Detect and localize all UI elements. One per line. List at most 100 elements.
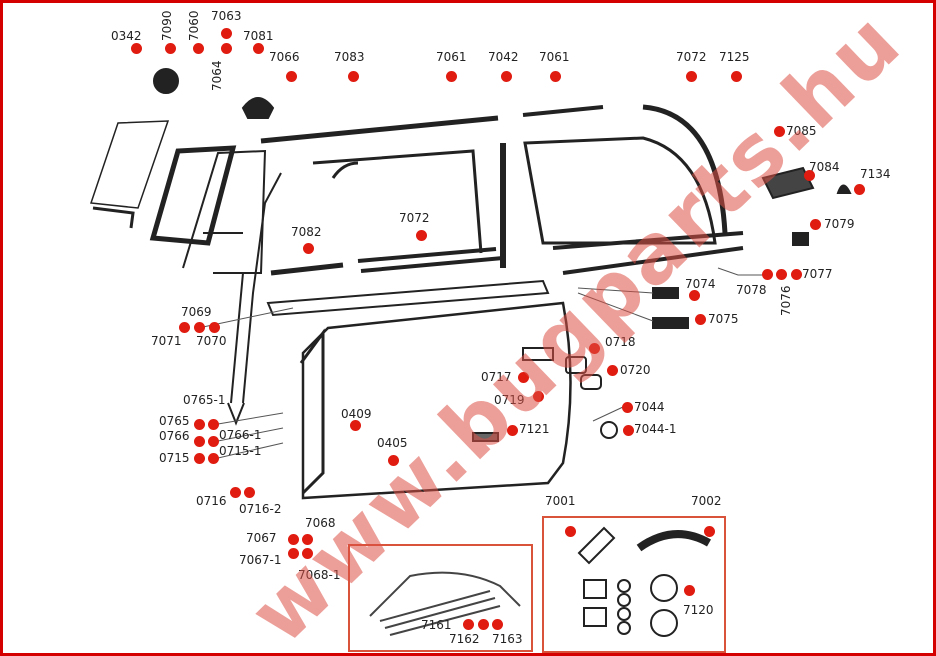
clip-7075-drawing	[652, 317, 689, 329]
callout-dot-7068[interactable]	[302, 534, 313, 545]
vent-frame-drawing	[182, 149, 267, 274]
callout-label-7070: 7070	[196, 334, 227, 348]
callout-dot-7090[interactable]	[165, 43, 176, 54]
callout-dot-7066[interactable]	[286, 71, 297, 82]
callout-dot-7077[interactable]	[762, 269, 773, 280]
door-pillar-drawing	[299, 328, 325, 495]
callout-dot-7079[interactable]	[810, 219, 821, 230]
callout-dot-7061[interactable]	[550, 71, 561, 82]
callout-dot-7075[interactable]	[695, 314, 706, 325]
callout-label-0716: 0716	[196, 494, 227, 508]
callout-dot-0766[interactable]	[194, 436, 205, 447]
callout-dot-7125[interactable]	[731, 71, 742, 82]
callout-dot-0717[interactable]	[518, 372, 529, 383]
callout-label-7042: 7042	[488, 50, 519, 64]
callout-dot-0765[interactable]	[194, 419, 205, 430]
callout-dot-7064[interactable]	[221, 43, 232, 54]
callout-label-7163: 7163	[492, 632, 523, 646]
vent-seal-drawing	[149, 145, 237, 246]
door-parts-drawing	[89, 68, 852, 500]
channel-7061-left-drawing	[260, 115, 499, 144]
callout-label-0765-1: 0765-1	[183, 393, 226, 407]
callout-dot-7077[interactable]	[776, 269, 787, 280]
callout-dot-0720[interactable]	[607, 365, 618, 376]
callout-dot-7072[interactable]	[686, 71, 697, 82]
callout-label-7064: 7064	[210, 60, 224, 91]
callout-dot-0409[interactable]	[350, 420, 361, 431]
escutcheon-0720-drawing	[580, 374, 602, 390]
callout-dot-7161[interactable]	[463, 619, 474, 630]
callout-dot-0718[interactable]	[589, 343, 600, 354]
stop-7134-drawing	[836, 184, 852, 194]
clip-7090-drawing	[153, 68, 179, 94]
callout-label-7078: 7078	[736, 283, 767, 297]
callout-dot-7060[interactable]	[193, 43, 204, 54]
callout-label-0342: 0342	[111, 29, 142, 43]
callout-dot-0715[interactable]	[208, 453, 219, 464]
channel-7083-drawing	[312, 149, 483, 254]
channel-7061-right-drawing	[522, 105, 604, 117]
callout-dot-7002[interactable]	[704, 526, 715, 537]
callout-dot-0342[interactable]	[131, 43, 142, 54]
callout-dot-0715[interactable]	[194, 453, 205, 464]
vent-glass-drawing	[89, 120, 170, 229]
callout-label-0766: 0766	[159, 429, 190, 443]
callout-dot-7042[interactable]	[501, 71, 512, 82]
seal-kit-drawing	[577, 526, 711, 637]
callout-dot-7069[interactable]	[194, 322, 205, 333]
callout-label-7002: 7002	[691, 494, 722, 508]
callout-label-7082: 7082	[291, 225, 322, 239]
callout-dot-0766[interactable]	[208, 436, 219, 447]
escutcheon-0718-drawing	[565, 356, 587, 374]
callout-dot-7068[interactable]	[288, 534, 299, 545]
block-7079-drawing	[792, 232, 809, 246]
rear-seal-7072-drawing	[642, 104, 728, 234]
callout-dot-7081[interactable]	[253, 43, 264, 54]
callout-dot-7044[interactable]	[622, 402, 633, 413]
callout-label-7071: 7071	[151, 334, 182, 348]
sill-7082-drawing	[270, 262, 344, 276]
callout-dot-0716[interactable]	[230, 487, 241, 498]
callout-dot-7161[interactable]	[478, 619, 489, 630]
callout-label-7044-1: 7044-1	[634, 422, 677, 436]
callout-dot-7161[interactable]	[492, 619, 503, 630]
clip-7044-1-drawing	[600, 421, 619, 439]
callout-label-7125: 7125	[719, 50, 750, 64]
callout-dot-7077[interactable]	[791, 269, 802, 280]
callout-dot-7072[interactable]	[416, 230, 427, 241]
callout-dot-7120[interactable]	[684, 585, 695, 596]
callout-dot-0405[interactable]	[388, 455, 399, 466]
callout-label-0717: 0717	[481, 370, 512, 384]
callout-dot-7121[interactable]	[507, 425, 518, 436]
inset-sill-box	[348, 544, 533, 652]
callout-dot-7134[interactable]	[854, 184, 865, 195]
callout-dot-7068[interactable]	[288, 548, 299, 559]
leader-lines	[202, 267, 763, 459]
callout-label-7085: 7085	[786, 124, 817, 138]
callout-dot-7069[interactable]	[179, 322, 190, 333]
callout-label-7067-1: 7067-1	[239, 553, 282, 567]
callout-dot-7084[interactable]	[804, 170, 815, 181]
callout-dot-7063[interactable]	[221, 28, 232, 39]
callout-dot-0716[interactable]	[244, 487, 255, 498]
callout-label-7061: 7061	[539, 50, 570, 64]
callout-label-0765: 0765	[159, 414, 190, 428]
callout-label-0409: 0409	[341, 407, 372, 421]
callout-label-7068: 7068	[305, 516, 336, 530]
callout-dot-7068[interactable]	[302, 548, 313, 559]
callout-dot-7085[interactable]	[774, 126, 785, 137]
callout-dot-7001[interactable]	[565, 526, 576, 537]
callout-dot-7074[interactable]	[689, 290, 700, 301]
callout-dot-7061[interactable]	[446, 71, 457, 82]
callout-label-0719: 0719	[494, 393, 525, 407]
sill-7072-drawing	[357, 247, 504, 273]
callout-dot-7069[interactable]	[209, 322, 220, 333]
callout-label-0716-2: 0716-2	[239, 502, 282, 516]
callout-dot-7082[interactable]	[303, 243, 314, 254]
callout-label-0766-1: 0766-1	[219, 428, 262, 442]
callout-dot-7044-1[interactable]	[623, 425, 634, 436]
callout-dot-0719[interactable]	[533, 391, 544, 402]
callout-label-7079: 7079	[824, 217, 855, 231]
callout-dot-7083[interactable]	[348, 71, 359, 82]
callout-dot-0765[interactable]	[208, 419, 219, 430]
